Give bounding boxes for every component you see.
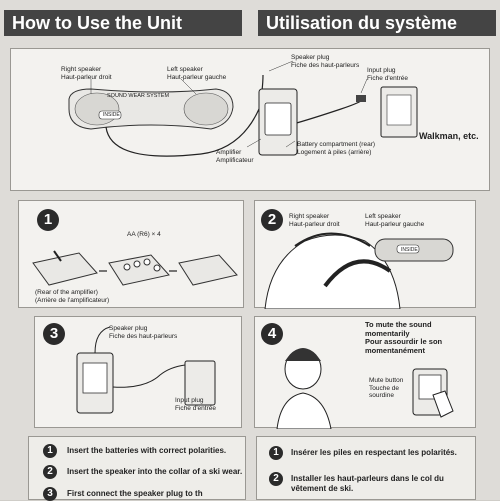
title-english: How to Use the Unit [4,10,242,36]
label-inside: INSIDE [103,112,120,120]
label-left-speaker-2: Left speaker Haut-parleur gauche [365,213,424,228]
step-4-panel: 4 To mute the sound momentarily Pour ass… [254,316,476,428]
label-battery-compartment: Battery compartment (rear) Logement à pi… [297,141,375,156]
instr-fr-2-number: 2 [269,472,283,486]
label-rear-amplifier: (Rear of the amplifier) (Arrière de l'am… [35,289,109,304]
label-right-speaker-2: Right speaker Haut-parleur droit [289,213,340,228]
label-sound-wear: SOUND WEAR SYSTEM [107,93,169,101]
instr-fr-1-text: Insérer les piles en respectant les pola… [291,448,473,458]
instr-en-3-text: First connect the speaker plug to th [67,489,243,499]
step-3-panel: 3 Speaker plug Fiche des haut-parleurs I… [34,316,242,428]
instr-en-1-number: 1 [43,444,57,458]
label-amplifier: Amplifier Amplificateur [216,149,254,164]
label-right-speaker: Right speaker Haut-parleur droit [61,66,112,81]
instr-en-1-text: Insert the batteries with correct polari… [67,446,243,456]
label-inside-2: INSIDE [401,247,418,255]
instructions-french: 1 Insérer les piles en respectant les po… [256,436,476,500]
label-speaker-plug: Speaker plug Fiche des haut-parleurs [291,54,359,69]
step-2-panel: 2 Right speaker Haut-parleur droit Left … [254,200,476,308]
overview-panel: Right speaker Haut-parleur droit Left sp… [10,48,490,191]
label-mute-title: To mute the sound momentarily Pour assou… [365,321,442,355]
title-french: Utilisation du système [258,10,496,36]
label-batteries: AA (R6) × 4 [127,231,161,239]
label-walkman: Walkman, etc. [419,133,479,141]
instr-en-3-number: 3 [43,487,57,501]
instructions-english: 1 Insert the batteries with correct pola… [28,436,246,500]
step-1-panel: 1 AA (R6) × 4 (Rear of the amplifier) (A… [18,200,244,308]
instr-fr-1-number: 1 [269,446,283,460]
label-input-plug-3: Input plug Fiche d'entrée [175,397,216,412]
label-left-speaker: Left speaker Haut-parleur gauche [167,66,226,81]
label-input-plug: Input plug Fiche d'entrée [367,67,408,82]
label-mute-button: Mute button Touche de sourdine [369,377,403,400]
label-speaker-plug-3: Speaker plug Fiche des haut-parleurs [109,325,177,340]
instr-en-2-text: Insert the speaker into the collar of a … [67,467,243,477]
instr-fr-2-text: Installer les haut-parleurs dans le col … [291,474,473,494]
instr-en-2-number: 2 [43,465,57,479]
